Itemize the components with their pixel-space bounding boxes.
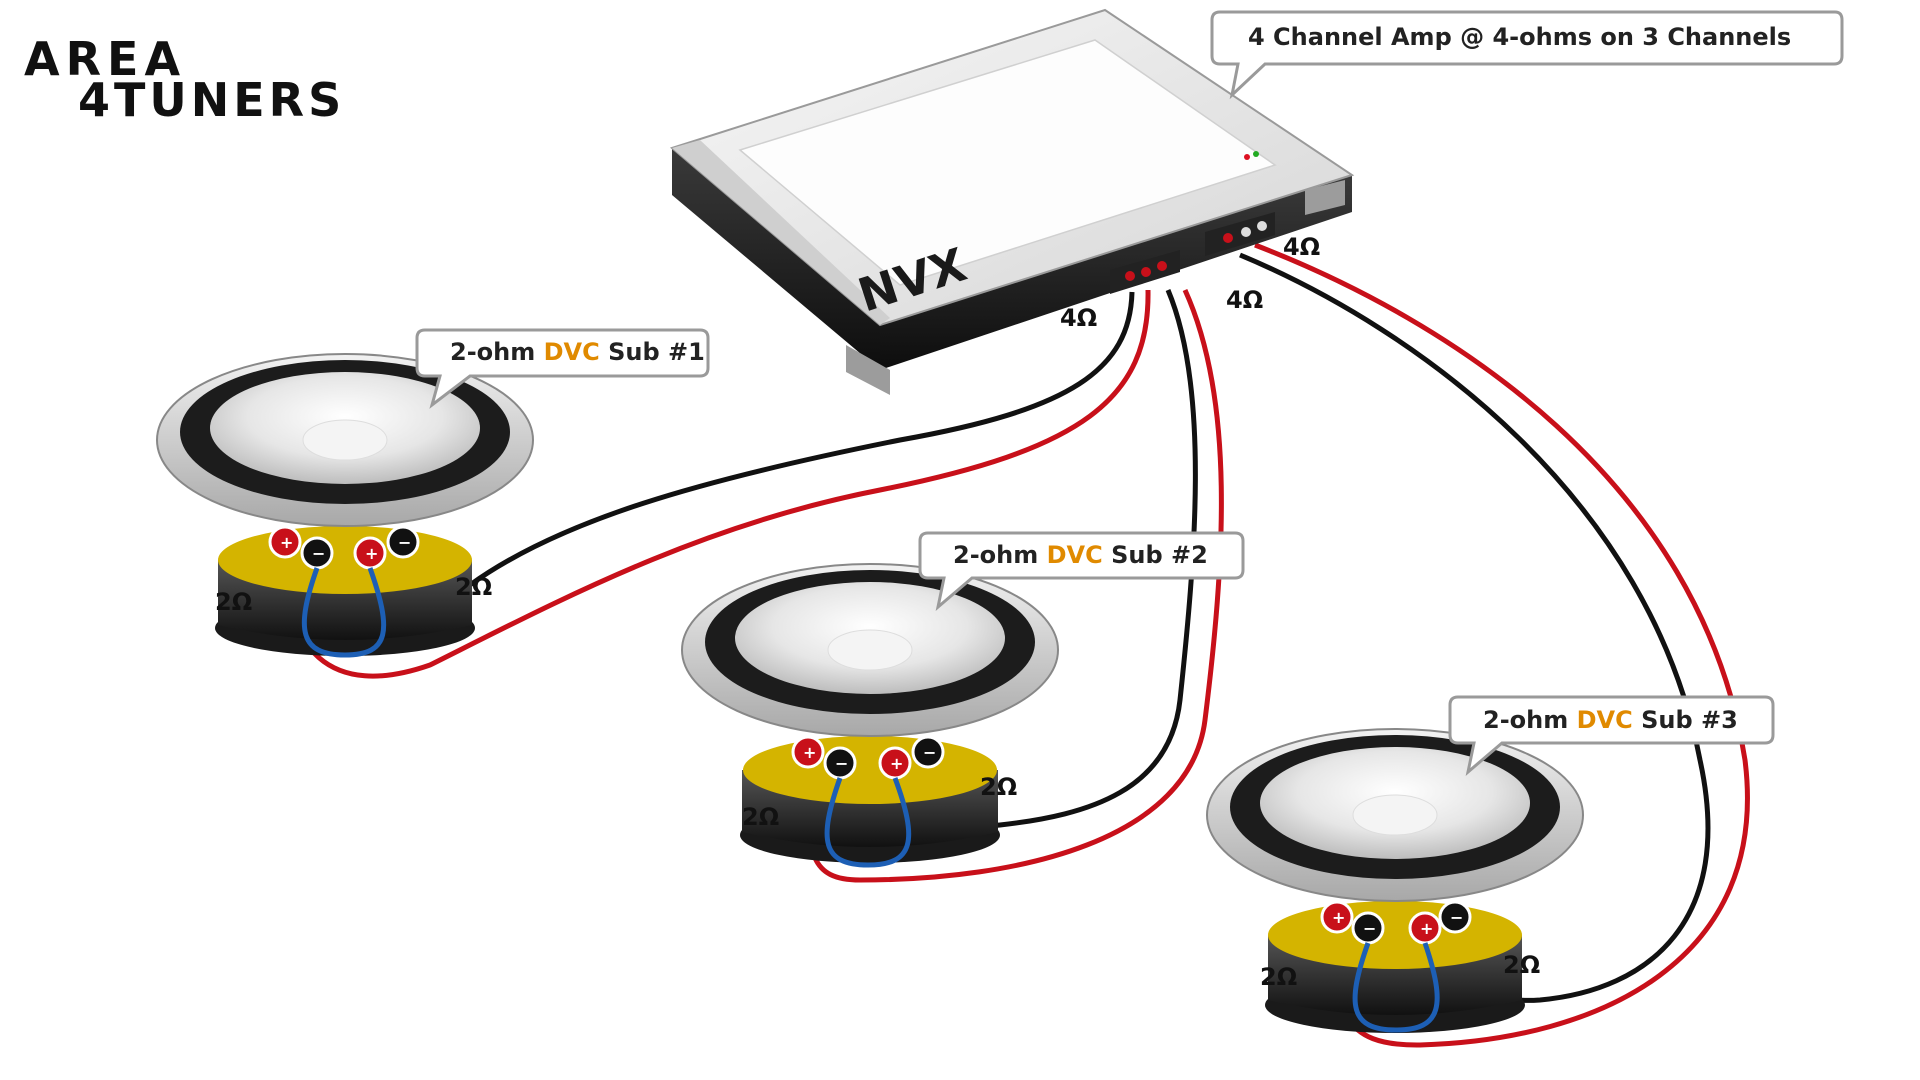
sub3-coil-left-load: 2Ω — [1260, 963, 1297, 991]
terminal-positive-sign: + — [280, 533, 293, 552]
sub1-coil-right-load: 2Ω — [455, 573, 492, 601]
logo-line-2: 4TUNERS — [78, 73, 345, 127]
sub2-coil-right-load: 2Ω — [980, 773, 1017, 801]
amp-callout-text: 4 Channel Amp @ 4-ohms on 3 Channels — [1248, 23, 1791, 51]
sub1-positive-wire — [281, 289, 1151, 679]
subwoofer-2: + − + − 2Ω 2Ω 2-ohm DVC Sub #2 — [681, 531, 1245, 868]
terminal-negative-sign: − — [312, 544, 325, 563]
terminal-negative-sign: − — [398, 533, 411, 552]
sub2-label: 2-ohm DVC Sub #2 — [953, 541, 1208, 569]
sub3-callout: 2-ohm DVC Sub #3 — [1448, 695, 1775, 776]
amp-terminal-block-left — [1110, 250, 1180, 294]
amp-top-inset — [738, 39, 1277, 286]
terminal-positive-sign: + — [890, 754, 903, 773]
channel-load-label: 4Ω — [1060, 304, 1097, 332]
terminal-positive-sign: + — [1420, 919, 1433, 938]
amp-front-face — [672, 148, 880, 370]
amp-terminal-block-right — [1205, 212, 1275, 256]
sub2-terminals: + − + − — [791, 735, 945, 780]
area4tuners-logo: AREA 4TUNERS — [24, 32, 345, 127]
terminal-negative-sign: − — [1450, 908, 1463, 927]
amp-led-green — [1253, 151, 1259, 157]
sub2-callout: 2-ohm DVC Sub #2 — [918, 531, 1245, 611]
sub1-callout: 2-ohm DVC Sub #1 — [415, 328, 710, 409]
sub1-coil-left-load: 2Ω — [215, 588, 252, 616]
wires — [281, 242, 1750, 1048]
sub3-positive-wire — [1254, 242, 1750, 1048]
sub1-label: 2-ohm DVC Sub #1 — [450, 338, 705, 366]
sub1-terminals: + − + − — [268, 525, 420, 570]
sub3-label: 2-ohm DVC Sub #3 — [1483, 706, 1738, 734]
sub3-jumper-wire — [1352, 942, 1440, 1033]
amp-foot-right — [1305, 180, 1345, 215]
subwoofer-1: + − + − 2Ω 2Ω 2-ohm DVC Sub #1 — [156, 328, 710, 658]
amplifier: NVX — [669, 8, 1355, 395]
terminal-negative-sign: − — [835, 754, 848, 773]
sub3-coil-right-load: 2Ω — [1503, 951, 1540, 979]
amp-foot-left — [846, 345, 890, 395]
sub2-positive-wire — [805, 288, 1224, 883]
terminal-positive-sign: + — [365, 544, 378, 563]
terminal-negative-sign: − — [1363, 919, 1376, 938]
sub2-jumper-wire — [824, 777, 912, 868]
sub1-jumper-wire — [301, 567, 387, 658]
channel-load-label: 4Ω — [1283, 233, 1320, 261]
channel-load-label: 4Ω — [1226, 286, 1263, 314]
terminal-negative-sign: − — [923, 743, 936, 762]
amp-left-rail — [672, 140, 890, 325]
logo-line-1: AREA — [24, 32, 186, 86]
terminal-positive-sign: + — [1332, 908, 1345, 927]
amp-callout: 4 Channel Amp @ 4-ohms on 3 Channels — [1210, 10, 1844, 100]
terminal-positive-sign: + — [803, 743, 816, 762]
sub2-coil-left-load: 2Ω — [742, 803, 779, 831]
amp-led-red — [1244, 154, 1250, 160]
subwoofer-3: + − + − 2Ω 2Ω 2-ohm DVC Sub #3 — [1206, 695, 1775, 1033]
